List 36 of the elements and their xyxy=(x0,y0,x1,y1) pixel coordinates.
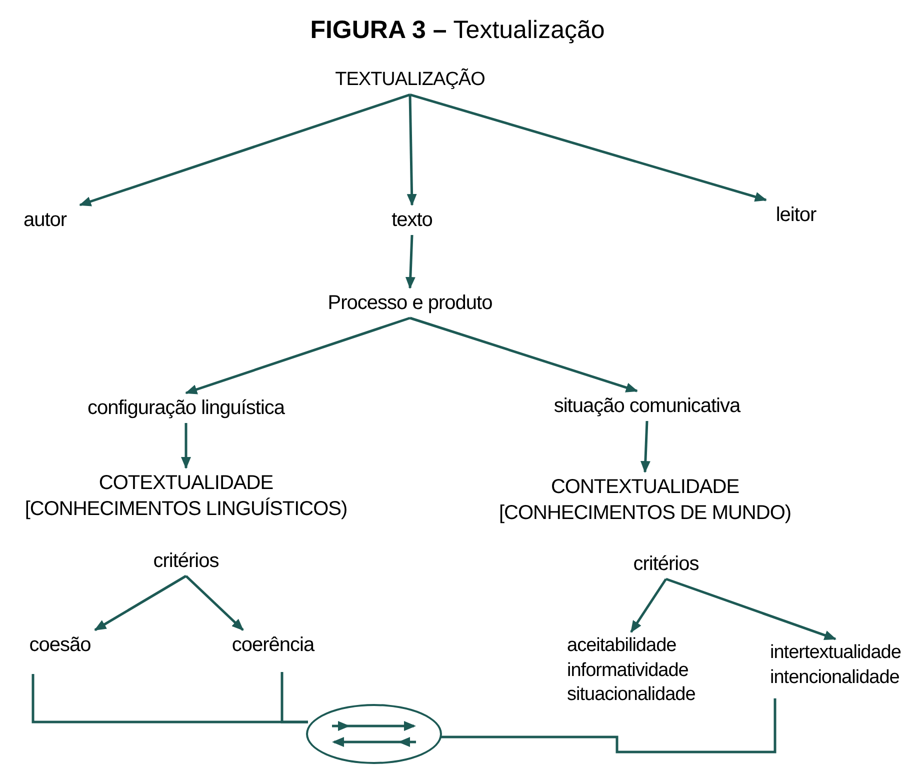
node-label: situação comunicativa xyxy=(554,394,740,419)
node-label: aceitabilidade xyxy=(567,634,676,658)
node-label: COTEXTUALIDADE xyxy=(98,471,274,496)
arrow xyxy=(405,234,416,289)
node-label: situacionalidade xyxy=(567,683,696,708)
node-label: leitor xyxy=(776,203,816,228)
arrow xyxy=(181,423,191,469)
node-label: CONTEXTUALIDADE xyxy=(550,475,740,500)
arrow xyxy=(406,94,417,206)
node-label: TEXTUALIZAÇÃO xyxy=(335,68,485,92)
ellipse xyxy=(306,704,442,764)
node-label: intertextualidade xyxy=(770,641,901,665)
arrow xyxy=(185,575,244,631)
arrow xyxy=(666,578,836,640)
arrow xyxy=(410,316,638,392)
subtitle-label: [CONHECIMENTOS LINGUÍSTICOS) xyxy=(24,496,348,522)
arrow xyxy=(410,94,767,202)
node-label: critérios xyxy=(633,552,699,577)
node-label: autor xyxy=(23,208,67,233)
node-label: configuração linguística xyxy=(88,396,284,421)
node-label: texto xyxy=(392,208,432,233)
figure-title: FIGURA 3 – Textualização xyxy=(309,15,606,46)
node-label: informatividade xyxy=(567,658,688,683)
subtitle-label: [CONHECIMENTOS DE MUNDO) xyxy=(498,501,792,526)
arrow xyxy=(640,420,650,473)
arrow xyxy=(94,574,187,632)
bracket-line xyxy=(440,698,776,754)
arrow xyxy=(79,94,410,206)
arrow xyxy=(630,578,668,633)
node-label: intencionalidade xyxy=(770,666,900,690)
node-label: Processo e produto xyxy=(328,291,492,316)
node-label: coesão xyxy=(29,633,91,658)
bracket-line xyxy=(280,672,308,724)
node-label: coerência xyxy=(232,633,314,658)
node-label: critérios xyxy=(153,549,219,574)
arrow xyxy=(185,316,410,394)
